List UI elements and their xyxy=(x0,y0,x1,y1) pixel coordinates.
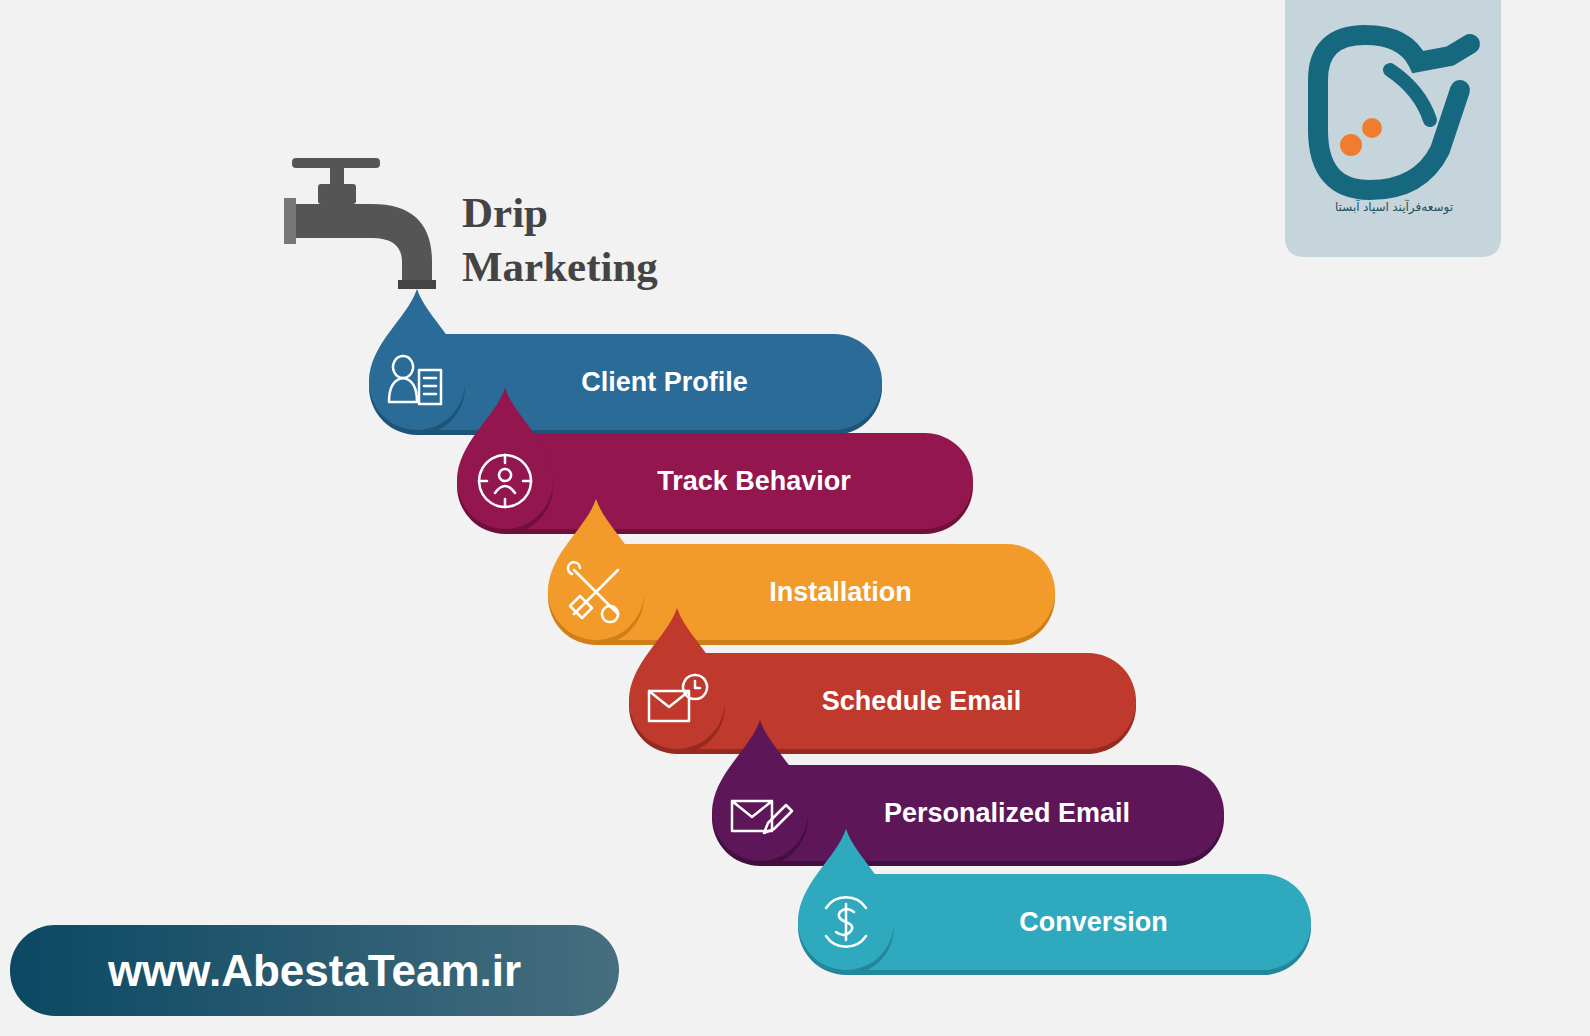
band-label: Conversion xyxy=(906,874,1281,970)
icon-stroke xyxy=(683,675,707,699)
drop-icon xyxy=(479,455,531,507)
band-label: Personalized Email xyxy=(820,765,1194,861)
icon-stroke xyxy=(826,897,866,946)
drop-icon xyxy=(732,801,792,833)
drop-shape xyxy=(369,289,465,430)
drop-icon xyxy=(389,356,441,404)
drip-band: Track Behavior xyxy=(455,388,973,535)
drip-band: Installation xyxy=(546,499,1055,646)
band-shape xyxy=(546,499,1055,646)
icon-stroke xyxy=(419,370,441,404)
icon-stroke xyxy=(479,455,531,507)
drop-icon xyxy=(649,675,707,721)
band-body xyxy=(505,433,973,529)
logo xyxy=(1285,0,1501,257)
band-body xyxy=(760,765,1224,861)
icon-stroke xyxy=(393,356,413,378)
band-label: Installation xyxy=(656,544,1025,640)
band-body xyxy=(417,334,882,430)
icon-stroke xyxy=(570,596,592,618)
band-body xyxy=(596,544,1055,640)
icon-stroke xyxy=(764,805,792,833)
band-shape xyxy=(455,388,973,535)
icon-stroke xyxy=(836,904,854,940)
band-shape xyxy=(627,608,1136,755)
band-shape xyxy=(710,720,1224,867)
faucet xyxy=(284,158,436,289)
icon-stroke xyxy=(568,562,580,574)
band-label: Client Profile xyxy=(477,334,852,430)
icon-stroke xyxy=(389,378,417,402)
drop-icon xyxy=(826,897,866,946)
band-body xyxy=(677,653,1136,749)
band-label: Schedule Email xyxy=(737,653,1106,749)
icon-stroke xyxy=(649,691,689,721)
band-label: Track Behavior xyxy=(565,433,943,529)
drip-band: Schedule Email xyxy=(627,608,1136,755)
icon-stroke xyxy=(495,469,515,493)
diagram-title: Drip Marketing xyxy=(462,186,658,294)
drip-band: Personalized Email xyxy=(710,720,1224,867)
icon-stroke xyxy=(574,570,618,614)
band-shape xyxy=(367,289,882,436)
band-body xyxy=(846,874,1311,970)
drop-shape xyxy=(712,720,808,861)
drop-icon xyxy=(568,562,618,622)
url-pill xyxy=(10,925,619,1016)
drop-shape xyxy=(798,829,894,970)
drop-shape xyxy=(457,388,553,529)
drop-shape xyxy=(548,499,644,640)
band-shape xyxy=(796,829,1311,976)
drip-band: Client Profile xyxy=(367,289,882,436)
drip-band: Conversion xyxy=(796,829,1311,976)
drop-shape xyxy=(629,608,725,749)
icon-stroke xyxy=(479,455,531,507)
icon-stroke xyxy=(602,606,618,622)
logo-caption: توسعه‌فرآیند اسپاد آبستا xyxy=(1292,200,1496,214)
website-url: www.AbestaTeam.ir xyxy=(10,925,619,1016)
